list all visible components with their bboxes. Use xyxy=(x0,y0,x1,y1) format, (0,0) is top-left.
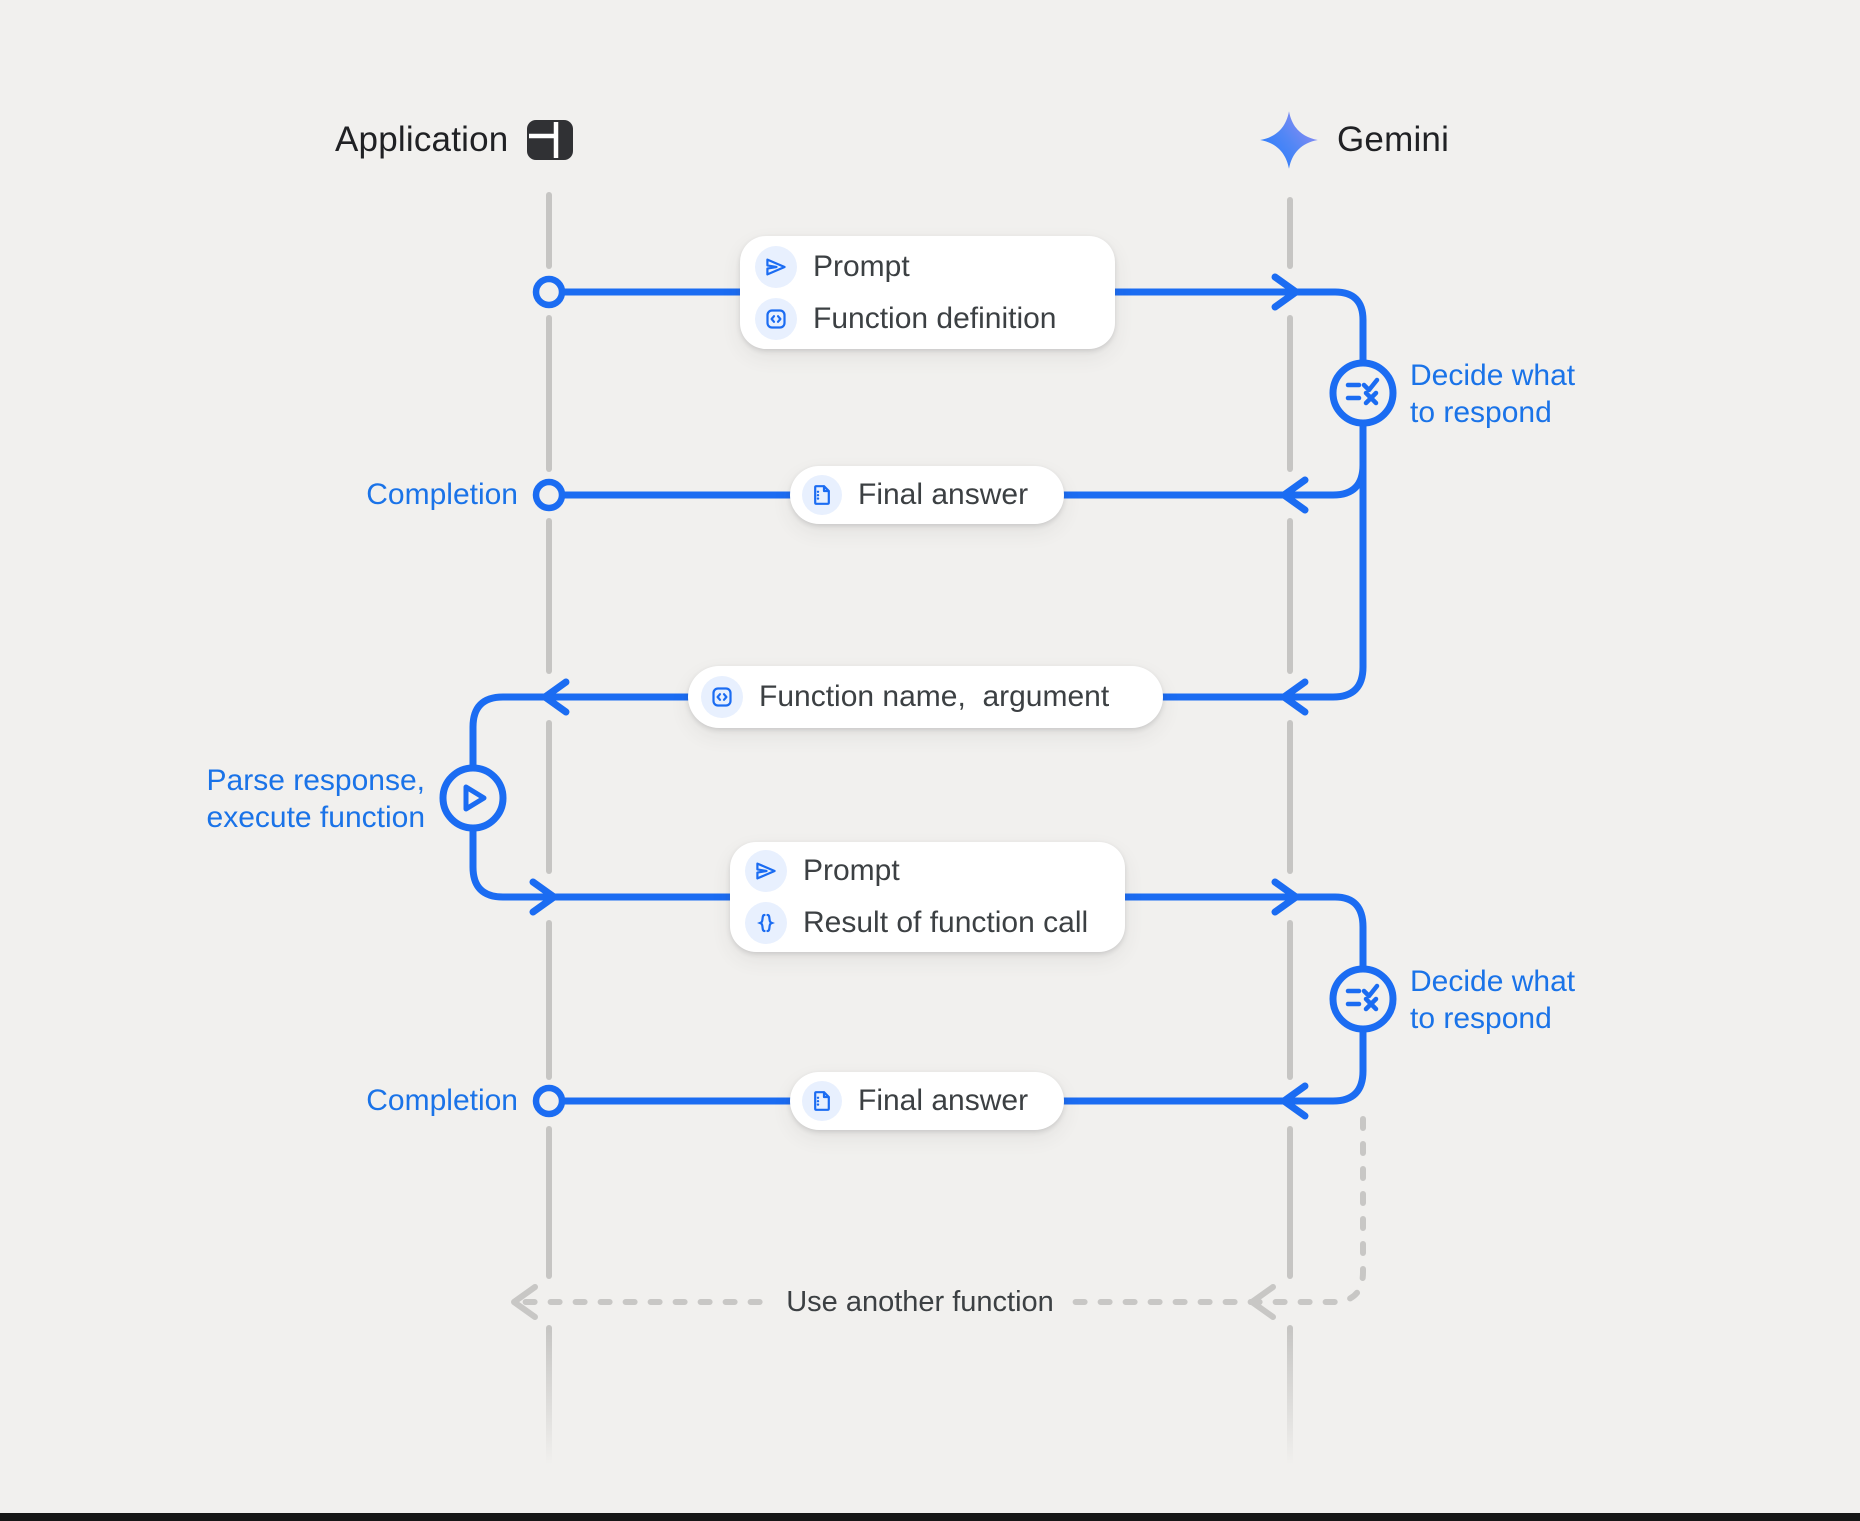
execute-play-icon xyxy=(439,764,507,832)
application-header: Application xyxy=(335,111,574,169)
message-label: Prompt xyxy=(803,854,900,887)
bottom-edge-bar xyxy=(0,1513,1860,1521)
message-box-final-answer-2: Final answer xyxy=(790,1072,1064,1130)
decide-label-line2: to respond xyxy=(1410,1002,1552,1035)
message-row: Result of function call xyxy=(745,902,1125,944)
arrowhead-right-prompt2-gemini xyxy=(1271,878,1300,916)
parse-execute-label: Parse response, execute function xyxy=(125,762,425,836)
arrowhead-left-funcname-gemini xyxy=(1280,678,1309,716)
message-box-function-name-argument: Function name, argument xyxy=(688,666,1163,728)
decide-label-line1: Decide what xyxy=(1410,359,1576,392)
gemini-star-icon xyxy=(1259,110,1319,170)
decide-label-2: Decide what to respond xyxy=(1410,963,1575,1037)
code-icon xyxy=(701,676,743,718)
message-row: Final answer xyxy=(802,475,1064,515)
final-answer-1-branch-path xyxy=(558,461,1367,499)
use-another-function-path xyxy=(513,1116,1366,1305)
node-circle-prompt1 xyxy=(532,275,566,309)
arrowhead-left-final2 xyxy=(1280,1082,1309,1120)
node-circle-completion1 xyxy=(532,478,566,512)
decide-label-line1: Decide what xyxy=(1410,965,1576,998)
dashed-left-arrowhead-gemini xyxy=(1249,1284,1276,1320)
message-row: Function definition xyxy=(755,297,1115,340)
arrowhead-right-prompt1 xyxy=(1271,273,1300,311)
send-icon xyxy=(755,245,797,288)
use-another-function-arrowheads xyxy=(511,1284,1276,1320)
arrowhead-right-prompt2-app xyxy=(529,878,558,916)
decide-label-line2: to respond xyxy=(1410,396,1552,429)
completion-label-1: Completion xyxy=(366,478,518,511)
message-label: Final answer xyxy=(858,478,1029,511)
app-window-icon xyxy=(526,119,574,161)
decide-icon xyxy=(1329,965,1397,1033)
gemini-header: Gemini xyxy=(1259,111,1449,169)
node-circle-completion2 xyxy=(532,1084,566,1118)
dashed-left-arrowhead-application xyxy=(511,1284,538,1320)
gemini-title: Gemini xyxy=(1337,120,1450,159)
message-box-prompt-function-definition: Prompt Function definition xyxy=(740,236,1115,349)
braces-icon xyxy=(745,902,787,944)
application-title: Application xyxy=(335,120,509,159)
message-row: Final answer xyxy=(802,1081,1064,1121)
use-another-function-label: Use another function xyxy=(768,1283,1072,1321)
message-label: Function definition xyxy=(813,301,1057,335)
message-box-final-answer-1: Final answer xyxy=(790,466,1064,524)
message-label: Function name, argument xyxy=(759,680,1110,713)
parse-execute-line2: execute function xyxy=(206,801,425,834)
completion-label-2: Completion xyxy=(366,1084,518,1117)
decide-label-1: Decide what to respond xyxy=(1410,357,1575,431)
parse-execute-line1: Parse response, xyxy=(206,764,425,797)
code-icon xyxy=(755,297,797,340)
decide-icon xyxy=(1329,359,1397,427)
send-icon xyxy=(745,850,787,892)
message-row: Prompt xyxy=(745,850,1125,892)
document-icon xyxy=(802,1081,842,1121)
arrowhead-left-funcname-app xyxy=(541,678,570,716)
arrowhead-left-final1 xyxy=(1280,476,1309,514)
message-row: Function name, argument xyxy=(701,676,1163,718)
message-label: Final answer xyxy=(858,1084,1029,1117)
message-box-prompt-function-result: Prompt Result of function call xyxy=(730,842,1125,952)
message-row: Prompt xyxy=(755,245,1115,288)
message-label: Prompt xyxy=(813,249,910,283)
document-icon xyxy=(802,475,842,515)
message-label: Result of function call xyxy=(803,906,1089,939)
